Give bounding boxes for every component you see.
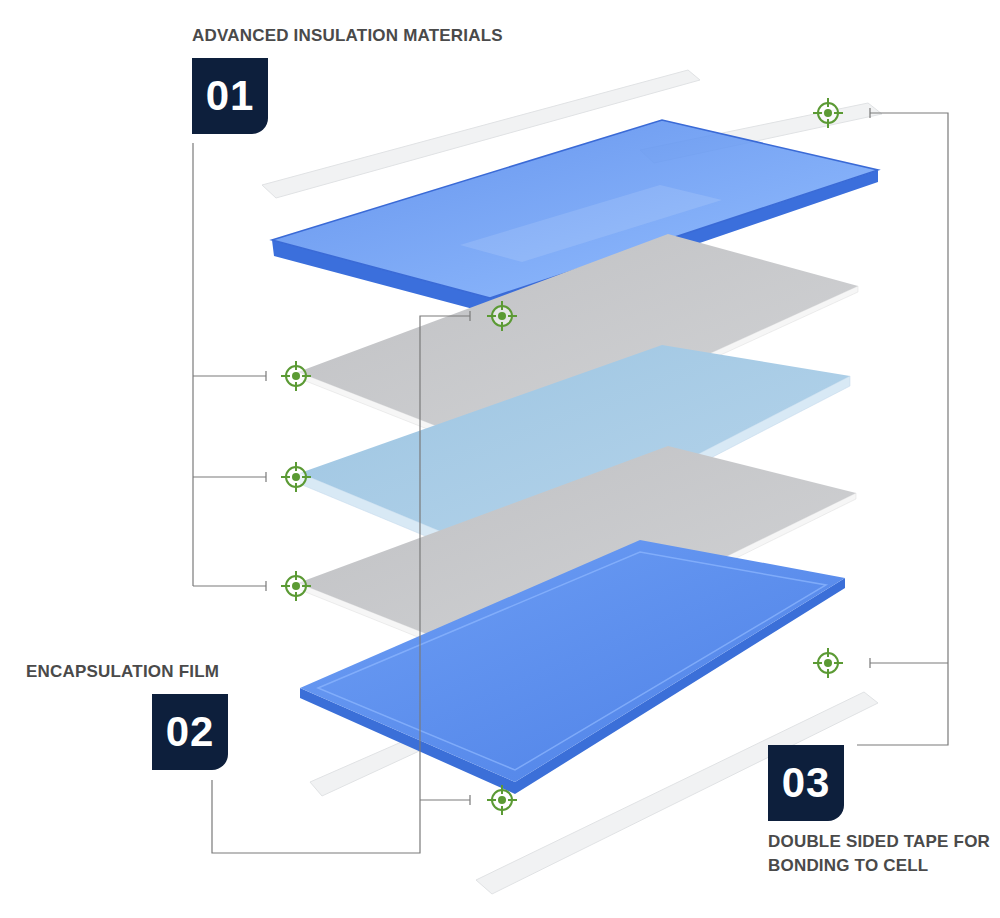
callout-number: 02 — [152, 694, 228, 770]
leader-line — [193, 581, 266, 591]
leader-line — [870, 658, 948, 668]
leader-line — [857, 108, 948, 745]
section-heading: ADVANCED INSULATION MATERIALS — [192, 24, 552, 48]
callout-badge: 03 — [768, 745, 844, 821]
callout-target — [281, 462, 311, 492]
callout-badge: 02 — [152, 694, 228, 770]
leader-line — [193, 472, 266, 482]
callout-target — [813, 648, 843, 678]
callout-target — [487, 301, 517, 331]
tray-rim — [318, 552, 826, 770]
callout-group: ADVANCED INSULATION MATERIALS 01 — [192, 24, 552, 134]
leader-line — [192, 143, 193, 586]
callout-target — [281, 571, 311, 601]
leader-line — [212, 311, 470, 853]
callout-number: 01 — [192, 58, 268, 134]
callout-number: 03 — [768, 745, 844, 821]
callout-group: ENCAPSULATION FILM 02 — [26, 660, 256, 770]
section-heading: ENCAPSULATION FILM — [26, 660, 256, 684]
leader-line — [193, 371, 266, 381]
callout-target — [281, 361, 311, 391]
callout-target — [487, 785, 517, 815]
section-heading: DOUBLE SIDED TAPE FOR BONDING TO CELL — [768, 830, 993, 878]
callout-badge: 01 — [192, 58, 268, 134]
callout-target — [813, 98, 843, 128]
callout-group: 03DOUBLE SIDED TAPE FOR BONDING TO CELL — [768, 745, 993, 878]
leader-line — [420, 795, 470, 805]
